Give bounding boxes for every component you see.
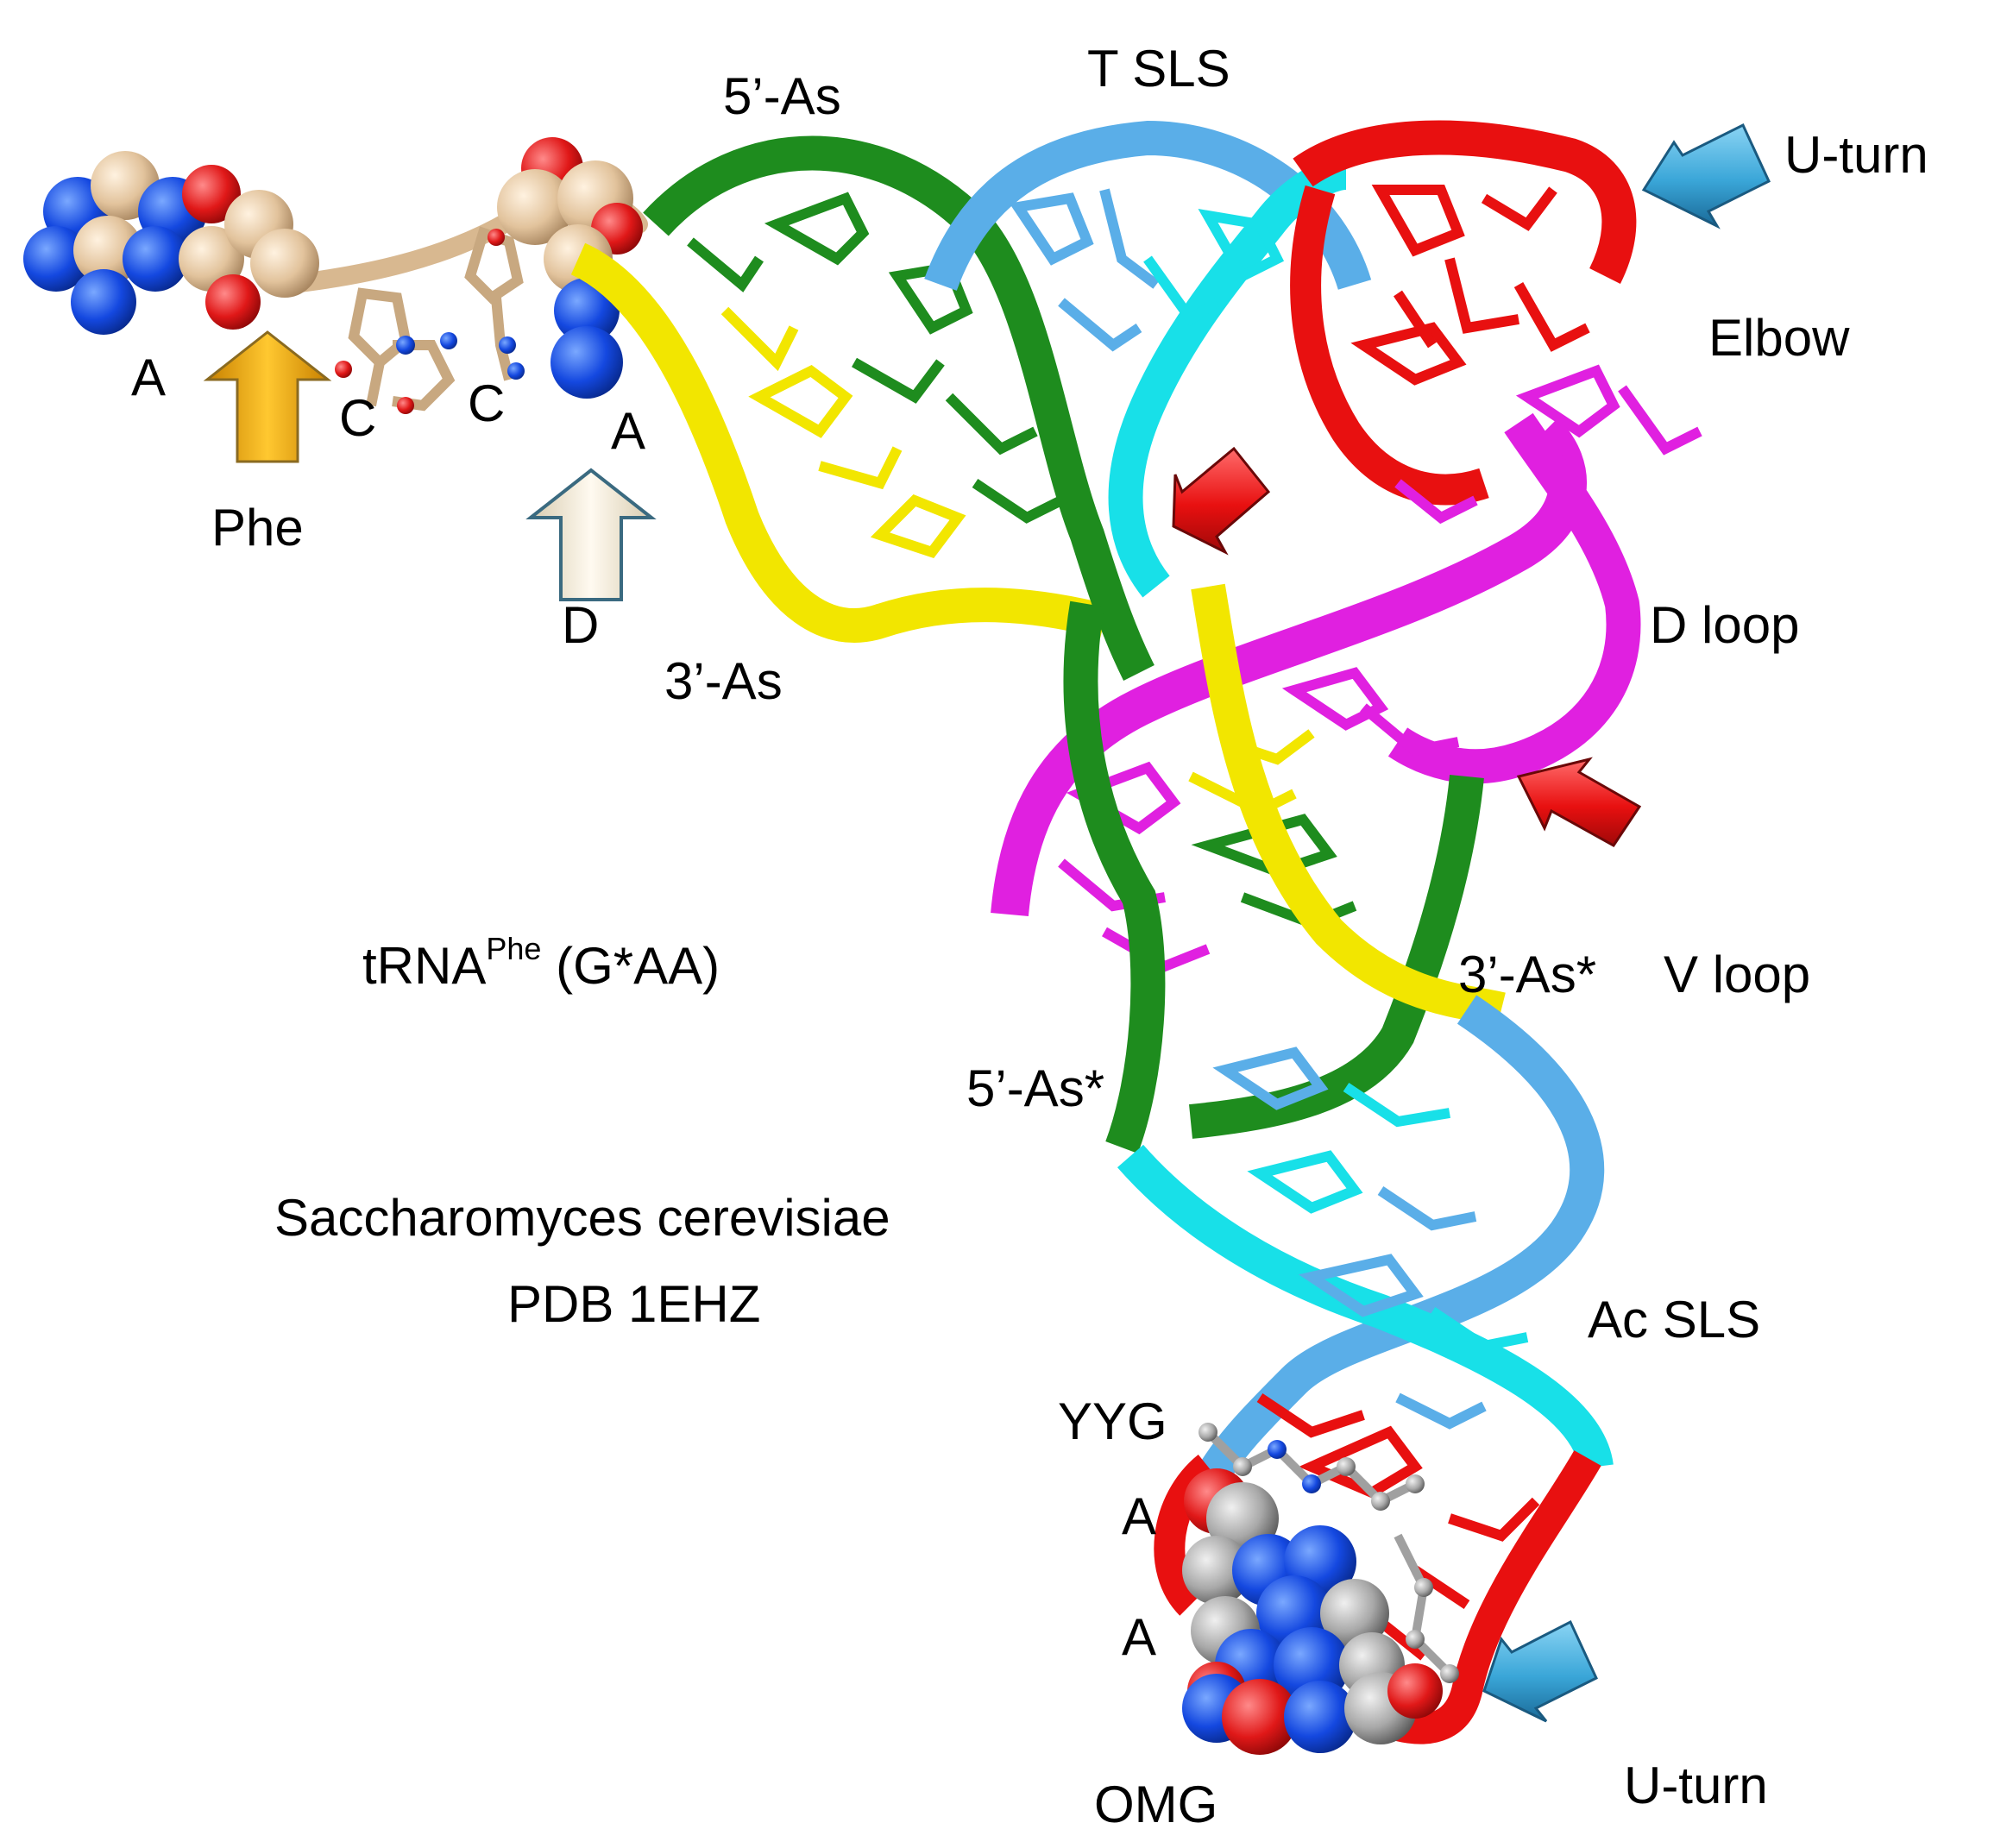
v-loop-red-arrow (1516, 757, 1642, 847)
d-arm-green-junction (1189, 775, 1484, 1139)
five-prime-as-label: 5’-As (723, 67, 841, 125)
d-loop-label: D loop (1650, 596, 1799, 654)
three-prime-as-star-label: 3’-As* (1458, 946, 1596, 1003)
cytidine-c2-label: C (468, 374, 505, 432)
acceptor-stem (570, 135, 1154, 681)
d-arrow (525, 468, 657, 601)
anticodon-loop (1154, 1393, 1601, 1755)
central-yellow-strand (1191, 583, 1506, 1027)
trna-label-superscript: Phe (486, 931, 541, 966)
u-turn-bottom-label: U-turn (1624, 1757, 1768, 1814)
d-loop-magenta-ribbon (1387, 412, 1641, 784)
acceptor-a-label: A (131, 349, 166, 406)
omg-label: OMG (1094, 1776, 1217, 1833)
anticodon-stem (1063, 583, 1614, 1493)
ac-sls-label: Ac SLS (1588, 1291, 1760, 1348)
d-arrow-label: D (562, 596, 599, 654)
t-sls-label: T SLS (1087, 40, 1230, 97)
acceptor-5prime-strand (643, 135, 1154, 681)
elbow-red-ribbon (1293, 120, 1637, 284)
acceptor-3prime-strand (570, 242, 1109, 643)
five-prime-as-star-label: 5’-As* (966, 1059, 1104, 1117)
three-prime-as-label: 3’-As (664, 652, 783, 710)
trna-label-main: tRNA (362, 937, 486, 995)
yyg-label: YYG (1058, 1392, 1167, 1450)
anticodon-stem-base-pairs (1212, 1047, 1529, 1430)
t-stem-loop (924, 120, 1372, 598)
u-turn-top-arrow (1641, 123, 1771, 229)
anticodon-cyan-strand (1117, 1144, 1614, 1470)
trna-label-suffix: (G*AA) (541, 937, 720, 995)
terminal-a-atoms (23, 151, 319, 335)
elbow-label: Elbow (1708, 309, 1850, 367)
phe-attachment-arrow (203, 330, 332, 463)
anticodon-a2-label: A (1122, 1608, 1156, 1666)
phe-label: Phe (211, 499, 304, 556)
anticodon-a1-label: A (1122, 1487, 1156, 1545)
cca-end-model (23, 137, 648, 414)
elbow-magenta-bases (1394, 364, 1702, 525)
t-arm-cyan-strand (1108, 155, 1348, 598)
anticodon-space-filling (1182, 1468, 1443, 1755)
t-arm-base-pairs (1009, 188, 1285, 352)
pdb-label: PDB 1EHZ (507, 1275, 760, 1333)
adenosine-a-label: A (611, 402, 645, 460)
yyg-atoms (1199, 1423, 1459, 1683)
elbow-loop (1290, 120, 1702, 525)
t-loop-red-arrow (1172, 446, 1271, 556)
v-loop-label: V loop (1664, 946, 1810, 1003)
elbow-bases (1350, 185, 1590, 386)
central-green-strand (1063, 600, 1166, 1154)
elbow-red-ribbon-lower (1290, 185, 1489, 506)
anticodon-loop-bases (1256, 1393, 1540, 1661)
cytidine-atoms (335, 229, 525, 414)
organism-label: Saccharomyces cerevisiae (274, 1189, 890, 1247)
u-turn-bottom-arrow (1482, 1619, 1598, 1723)
cytidine-c1-label: C (339, 389, 376, 447)
anticodon-loop-red-ribbon-right (1394, 1450, 1601, 1744)
u-turn-top-label: U-turn (1784, 126, 1928, 184)
trna-phe-label: tRNAPhe (G*AA) (362, 931, 720, 995)
anticodon-light-blue-strand (1192, 995, 1605, 1493)
